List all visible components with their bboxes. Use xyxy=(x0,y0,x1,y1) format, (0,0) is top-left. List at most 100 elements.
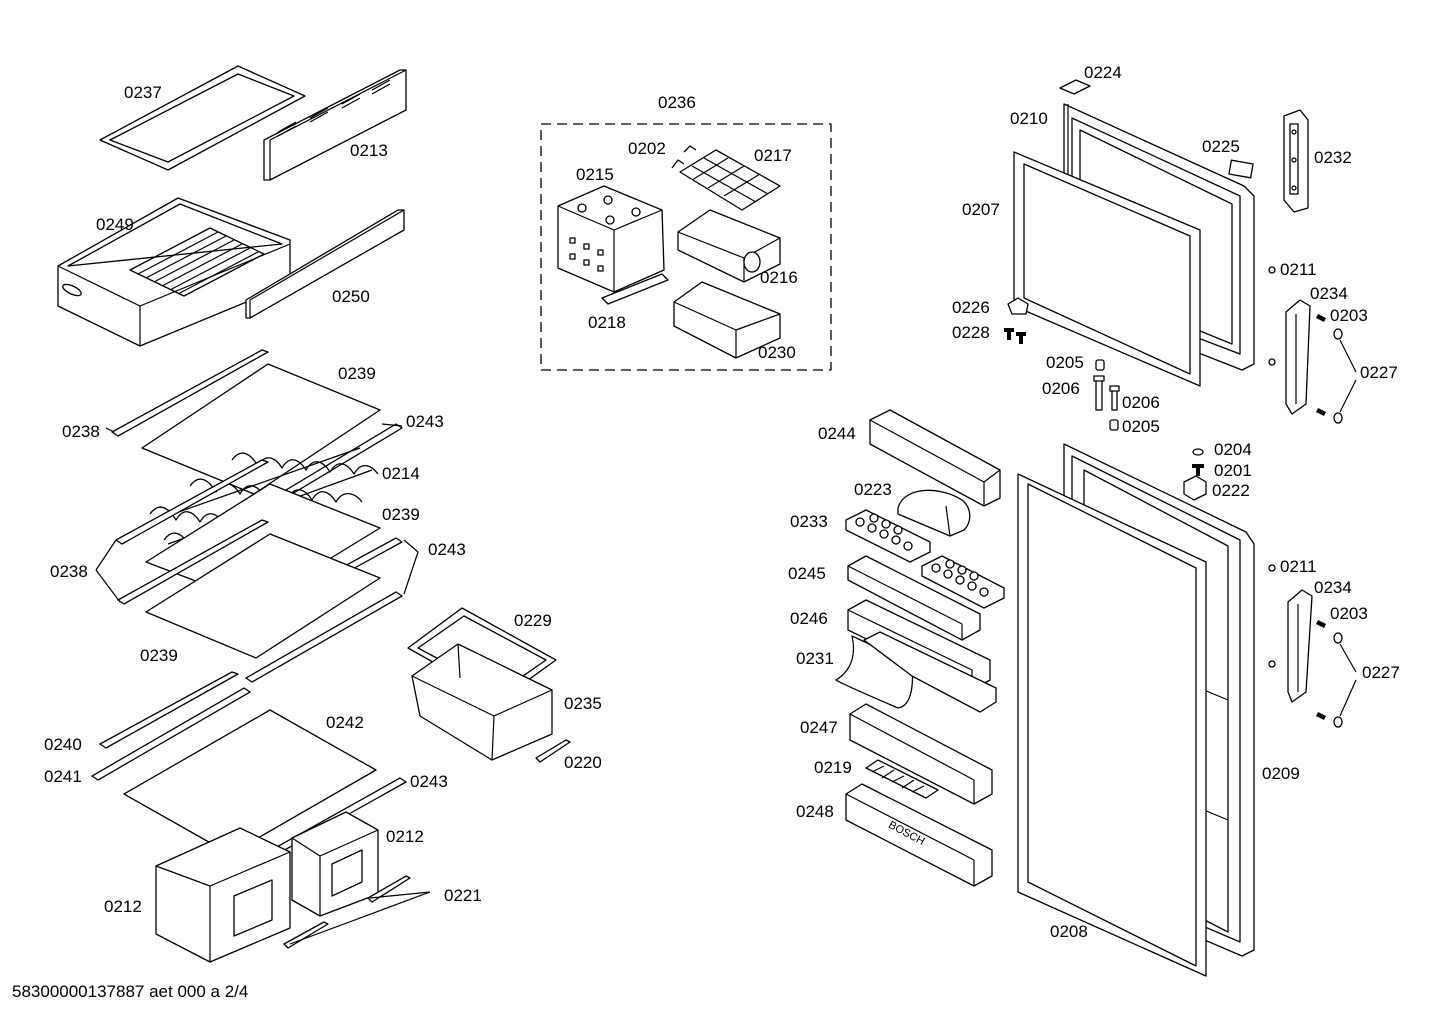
part-0235-bin xyxy=(411,643,553,761)
label-0227-a: 0227 xyxy=(1360,363,1398,382)
part-0234-handle-lower xyxy=(1287,589,1313,703)
part-0203-screws-lower xyxy=(1316,620,1326,720)
label-0223: 0223 xyxy=(854,480,892,499)
part-0206-pin-left xyxy=(1093,375,1105,411)
part-0243-rail-c xyxy=(245,591,403,683)
label-0238-b: 0238 xyxy=(50,562,88,581)
label-0243-b: 0243 xyxy=(428,540,466,559)
label-0239-c: 0239 xyxy=(140,646,178,665)
label-0246: 0246 xyxy=(790,609,828,628)
label-0237: 0237 xyxy=(124,83,162,102)
part-0216-holder xyxy=(677,209,781,283)
label-0215: 0215 xyxy=(576,165,614,184)
label-0248: 0248 xyxy=(796,802,834,821)
part-0241-rail xyxy=(91,687,251,781)
label-0204: 0204 xyxy=(1214,440,1252,459)
label-0206-b: 0206 xyxy=(1122,393,1160,412)
part-0238-rail-upper xyxy=(111,349,269,437)
label-0218: 0218 xyxy=(588,313,626,332)
part-0232-hinge-plate xyxy=(1283,109,1309,213)
label-0212-b: 0212 xyxy=(386,827,424,846)
part-0226-bracket xyxy=(1007,297,1029,315)
label-0236: 0236 xyxy=(658,93,696,112)
part-0213-cover-panel xyxy=(263,69,407,181)
part-labels: 0237 0213 0249 0250 0239 0238 0243 0214 … xyxy=(44,63,1400,941)
label-0241: 0241 xyxy=(44,767,82,786)
label-0205-a: 0205 xyxy=(1046,353,1084,372)
label-0222: 0222 xyxy=(1212,481,1250,500)
part-0225-cap xyxy=(1228,159,1254,179)
part-0201-screw xyxy=(1192,464,1204,476)
label-0229: 0229 xyxy=(514,611,552,630)
label-0240: 0240 xyxy=(44,735,82,754)
label-0242: 0242 xyxy=(326,713,364,732)
label-0214: 0214 xyxy=(382,464,420,483)
part-0234-handle-upper xyxy=(1285,299,1311,415)
label-0210: 0210 xyxy=(1010,109,1048,128)
part-0231-cover-sheet xyxy=(835,631,997,713)
part-0207-freezer-gasket xyxy=(1013,151,1201,387)
part-0239-glass-shelf-a xyxy=(141,363,381,495)
part-0212-support-block-right xyxy=(291,811,379,917)
label-0212-a: 0212 xyxy=(104,897,142,916)
label-0207: 0207 xyxy=(962,200,1000,219)
label-0220: 0220 xyxy=(564,753,602,772)
part-0205-bushing-lower xyxy=(1109,419,1119,431)
part-0211-screw-lower xyxy=(1268,564,1276,668)
label-0239-a: 0239 xyxy=(338,364,376,383)
part-0219-grid-insert xyxy=(865,759,939,799)
part-0248-bottle-shelf: BOSCH xyxy=(845,783,993,887)
part-0217-grid-tray xyxy=(671,145,781,211)
label-0206-a: 0206 xyxy=(1042,379,1080,398)
part-0228-screws xyxy=(1004,328,1026,344)
part-0242-glass-shelf xyxy=(123,709,377,855)
part-0240-rail xyxy=(99,671,239,749)
part-0218-filter-strip xyxy=(601,273,669,305)
label-0232: 0232 xyxy=(1314,148,1352,167)
label-0224: 0224 xyxy=(1084,63,1122,82)
label-0213: 0213 xyxy=(350,141,388,160)
label-0243-c: 0243 xyxy=(410,772,448,791)
part-0223-butter-lid xyxy=(897,489,971,537)
label-0217: 0217 xyxy=(754,146,792,165)
part-0211-screw-upper xyxy=(1268,266,1276,366)
part-0249-crisper-drawer xyxy=(57,197,291,347)
label-0205-b: 0205 xyxy=(1122,417,1160,436)
part-0244-door-shelf xyxy=(869,409,1001,507)
label-0226: 0226 xyxy=(952,298,990,317)
label-0211-b: 0211 xyxy=(1280,557,1317,576)
part-0233-egg-tray-b xyxy=(921,555,1005,609)
label-0245: 0245 xyxy=(788,564,826,583)
label-0234-a: 0234 xyxy=(1310,284,1348,303)
part-0221-strip-b xyxy=(367,875,411,903)
part-0238-rail-lower xyxy=(115,459,269,545)
part-0247-door-shelf xyxy=(849,703,993,805)
part-0205-bushing-upper xyxy=(1095,359,1105,371)
part-0215-fan-housing xyxy=(557,185,665,293)
label-0221: 0221 xyxy=(444,886,482,905)
part-0239-glass-shelf-c xyxy=(145,533,381,659)
part-0204-cap xyxy=(1192,448,1204,456)
label-0247: 0247 xyxy=(800,718,838,737)
label-0243-a: 0243 xyxy=(406,412,444,431)
label-0250: 0250 xyxy=(332,287,370,306)
label-0234-b: 0234 xyxy=(1314,578,1352,597)
label-0203-b: 0203 xyxy=(1330,604,1368,623)
part-0227-caps-upper xyxy=(1333,328,1357,424)
label-0231: 0231 xyxy=(796,649,834,668)
label-0235: 0235 xyxy=(564,694,602,713)
label-0202: 0202 xyxy=(628,139,666,158)
part-0233-egg-tray-a xyxy=(845,509,931,563)
label-0209: 0209 xyxy=(1262,764,1300,783)
label-0227-b: 0227 xyxy=(1362,663,1400,682)
label-0249: 0249 xyxy=(96,215,134,234)
label-0211-a: 0211 xyxy=(1280,260,1317,279)
label-0208: 0208 xyxy=(1050,922,1088,941)
leader-lines-left xyxy=(95,423,431,945)
part-0224-clip xyxy=(1059,79,1091,95)
part-0212-support-block-left xyxy=(155,827,291,963)
part-0227-caps-lower xyxy=(1333,632,1357,728)
part-0238-rail-bottom xyxy=(117,519,269,605)
part-0237-shelf-frame xyxy=(99,65,306,171)
